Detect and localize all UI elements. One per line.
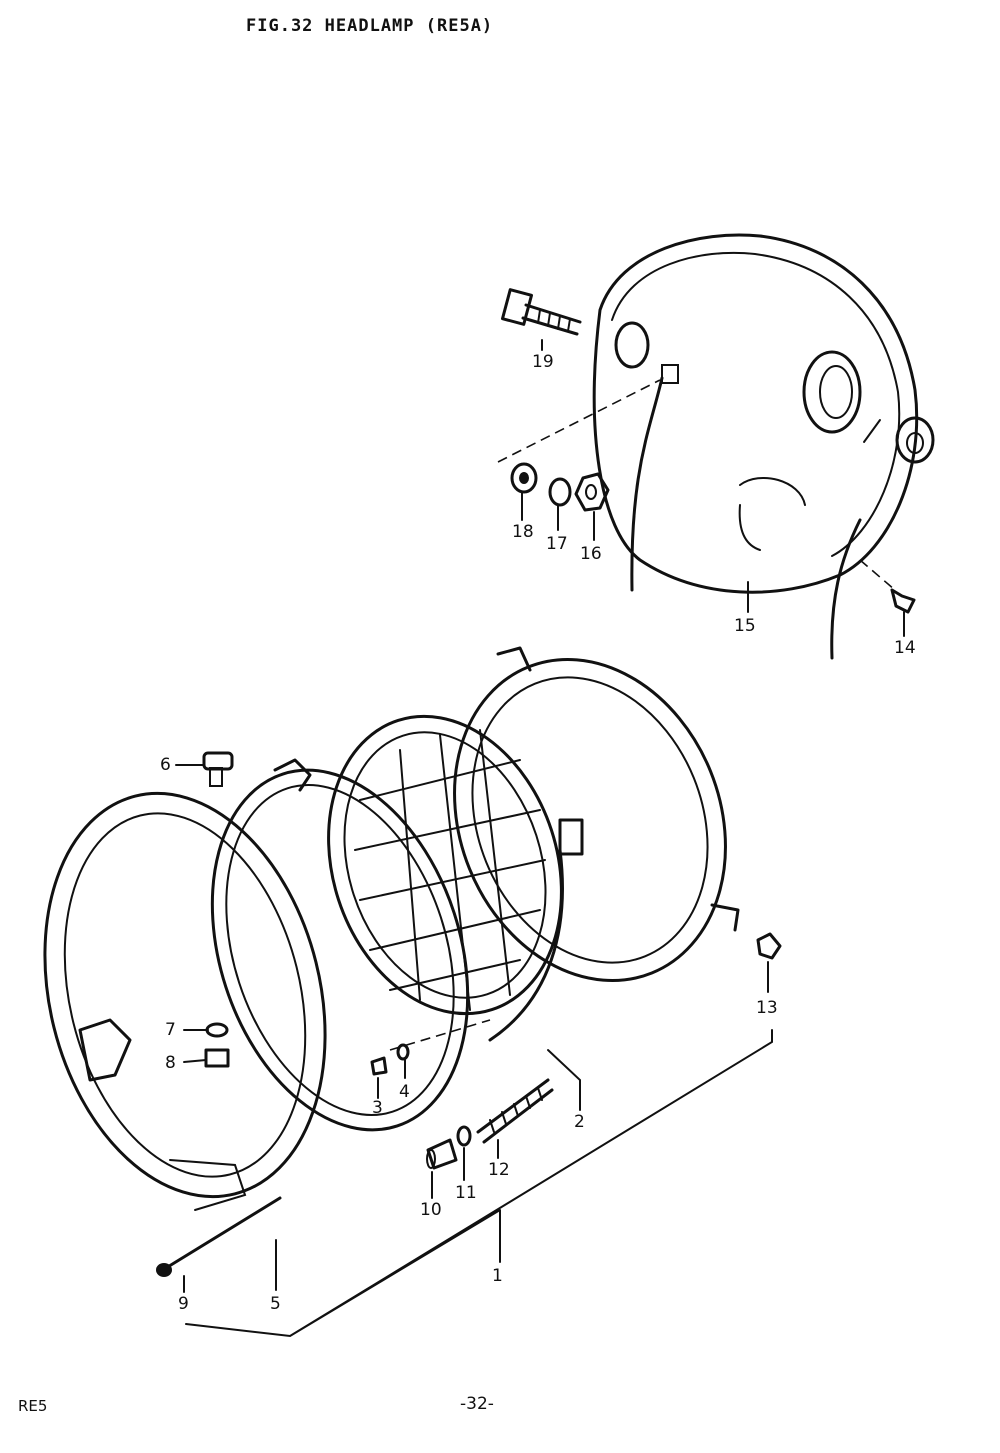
callout-14: 14: [894, 638, 916, 658]
leader-lines: [175, 339, 905, 1338]
callout-11: 11: [455, 1183, 477, 1203]
nut-16: [574, 472, 610, 512]
callout-17: 17: [546, 534, 568, 554]
callout-4: 4: [399, 1082, 410, 1102]
nut-13: [756, 932, 782, 960]
callout-12: 12: [488, 1160, 510, 1180]
mounting-ring: [453, 646, 740, 983]
callout-2: 2: [574, 1112, 585, 1132]
page-number: -32-: [460, 1394, 494, 1414]
screw-3: [370, 1056, 388, 1076]
figure-title: FIG.32 HEADLAMP (RE5A): [246, 16, 494, 36]
callout-13: 13: [756, 998, 778, 1018]
assembly-line-screw: [389, 1019, 491, 1051]
washer-4: [396, 1043, 410, 1061]
washer-11: [456, 1125, 472, 1147]
callout-7: 7: [165, 1020, 176, 1040]
model-code: RE5: [18, 1397, 48, 1415]
washer-18: [510, 462, 538, 494]
headlamp-housing: [592, 233, 935, 660]
assembly-line-upper: [497, 379, 896, 591]
callout-5: 5: [270, 1294, 281, 1314]
spacer-10: [426, 1138, 458, 1170]
bolt-19: [500, 288, 582, 336]
callout-19: 19: [532, 352, 554, 372]
callout-8: 8: [165, 1053, 176, 1073]
spring-12: [476, 1078, 554, 1144]
sealed-beam-unit: [327, 714, 584, 1042]
nut-7: [205, 1022, 229, 1038]
screw-6: [202, 751, 234, 787]
callout-15: 15: [734, 616, 756, 636]
callout-3: 3: [372, 1098, 383, 1118]
callout-1: 1: [492, 1266, 503, 1286]
lock-washer-17: [548, 477, 572, 507]
callout-10: 10: [420, 1200, 442, 1220]
nut-8: [204, 1048, 230, 1068]
callout-18: 18: [512, 522, 534, 542]
inner-rim: [210, 758, 470, 1132]
callout-9: 9: [178, 1294, 189, 1314]
screw-9: [156, 1196, 282, 1277]
callout-16: 16: [580, 544, 602, 564]
screw-14: [890, 588, 916, 614]
outer-headlamp-rim: [43, 791, 327, 1211]
callout-6: 6: [160, 755, 171, 775]
